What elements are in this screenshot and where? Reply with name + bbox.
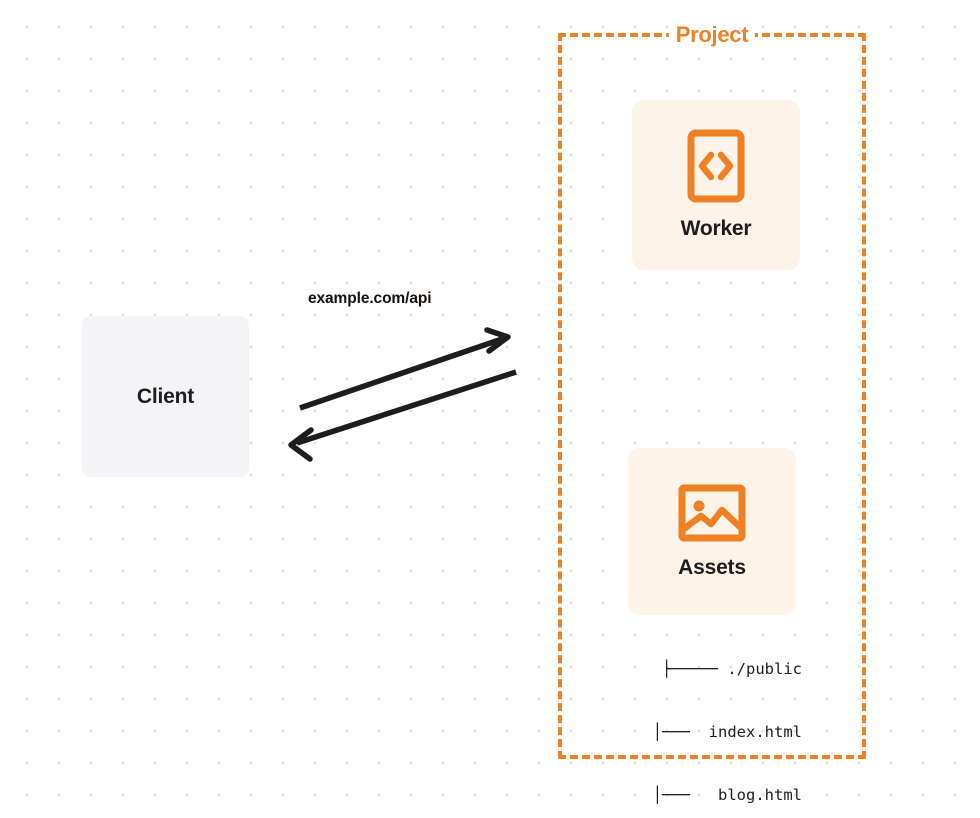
asset-file-tree: ├───── ./public │─── index.html │─── blo… — [600, 617, 802, 818]
connection-label: example.com/api — [308, 290, 432, 307]
assets-node[interactable]: Assets — [628, 448, 796, 615]
tree-row-root: ├───── ./public — [662, 660, 802, 678]
worker-label: Worker — [680, 217, 752, 240]
response-arrow — [288, 369, 517, 462]
tree-row-blog: │─── blog.html — [652, 786, 802, 804]
client-label: Client — [136, 384, 195, 408]
project-boundary: Project — [558, 22, 866, 759]
tree-row-index: │─── index.html — [652, 723, 802, 741]
image-picture-icon — [678, 484, 746, 542]
worker-node[interactable]: Worker — [632, 100, 800, 270]
project-title: Project — [668, 22, 756, 48]
request-arrow — [299, 327, 511, 411]
client-node[interactable]: Client — [82, 316, 249, 477]
assets-label: Assets — [678, 555, 746, 579]
code-brackets-icon — [687, 129, 745, 203]
